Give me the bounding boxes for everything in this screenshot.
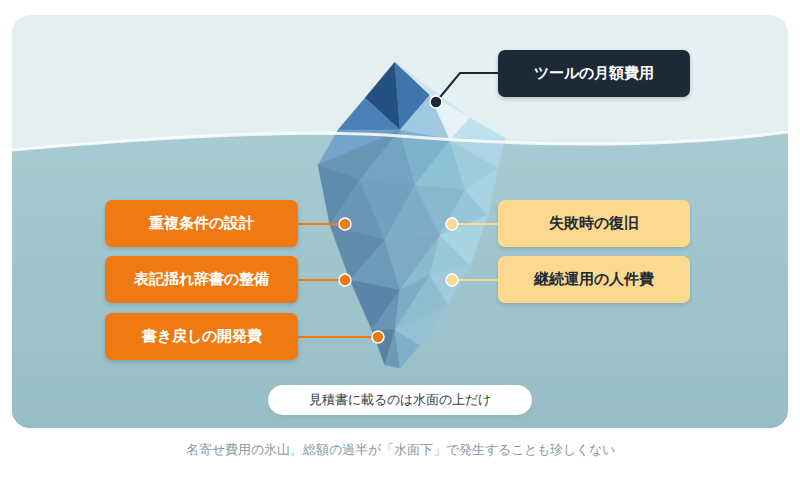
leader-line <box>452 223 498 225</box>
leader-dot <box>339 274 351 286</box>
leader-line <box>298 223 345 225</box>
leader-dot <box>430 96 442 108</box>
caption: 名寄せ費用の氷山。総額の過半が「水面下」で発生することも珍しくない <box>0 441 800 459</box>
leader-dot <box>446 218 458 230</box>
iceberg-facet <box>338 98 400 130</box>
water-surface <box>12 132 788 150</box>
water <box>12 132 788 428</box>
box-label: ツールの月額費用 <box>534 64 654 84</box>
box-label: 継続運用の人件費 <box>534 270 654 290</box>
leader-lines <box>298 73 498 337</box>
hidden-cost-box: 継続運用の人件費 <box>498 256 690 303</box>
box-label: 書き戻しの開発費 <box>142 327 262 347</box>
hidden-cost-box: 書き戻しの開発費 <box>105 313 298 360</box>
leader-dot <box>446 274 458 286</box>
leader-dots <box>339 96 458 343</box>
panel <box>12 15 788 428</box>
box-label: 見積書に載るのは水面の上だけ <box>309 392 491 409</box>
hidden-cost-box: 表記揺れ辞書の整備 <box>105 256 298 303</box>
leader-line <box>298 279 345 281</box>
note-pill: 見積書に載るのは水面の上だけ <box>268 385 532 415</box>
hidden-cost-box: 重複条件の設計 <box>105 200 298 247</box>
box-label: 失敗時の復旧 <box>549 214 639 234</box>
sky <box>12 15 788 428</box>
leader-line <box>452 279 498 281</box>
leader-dot <box>372 331 384 343</box>
leader-line <box>436 73 498 102</box>
leader-line <box>298 336 378 338</box>
box-label: 重複条件の設計 <box>149 214 254 234</box>
leader-dot <box>339 218 351 230</box>
cost-box: ツールの月額費用 <box>498 50 690 97</box>
water-tint <box>12 132 788 428</box>
iceberg-facet <box>450 118 505 140</box>
hidden-cost-box: 失敗時の復旧 <box>498 200 690 247</box>
box-label: 表記揺れ辞書の整備 <box>134 270 269 290</box>
